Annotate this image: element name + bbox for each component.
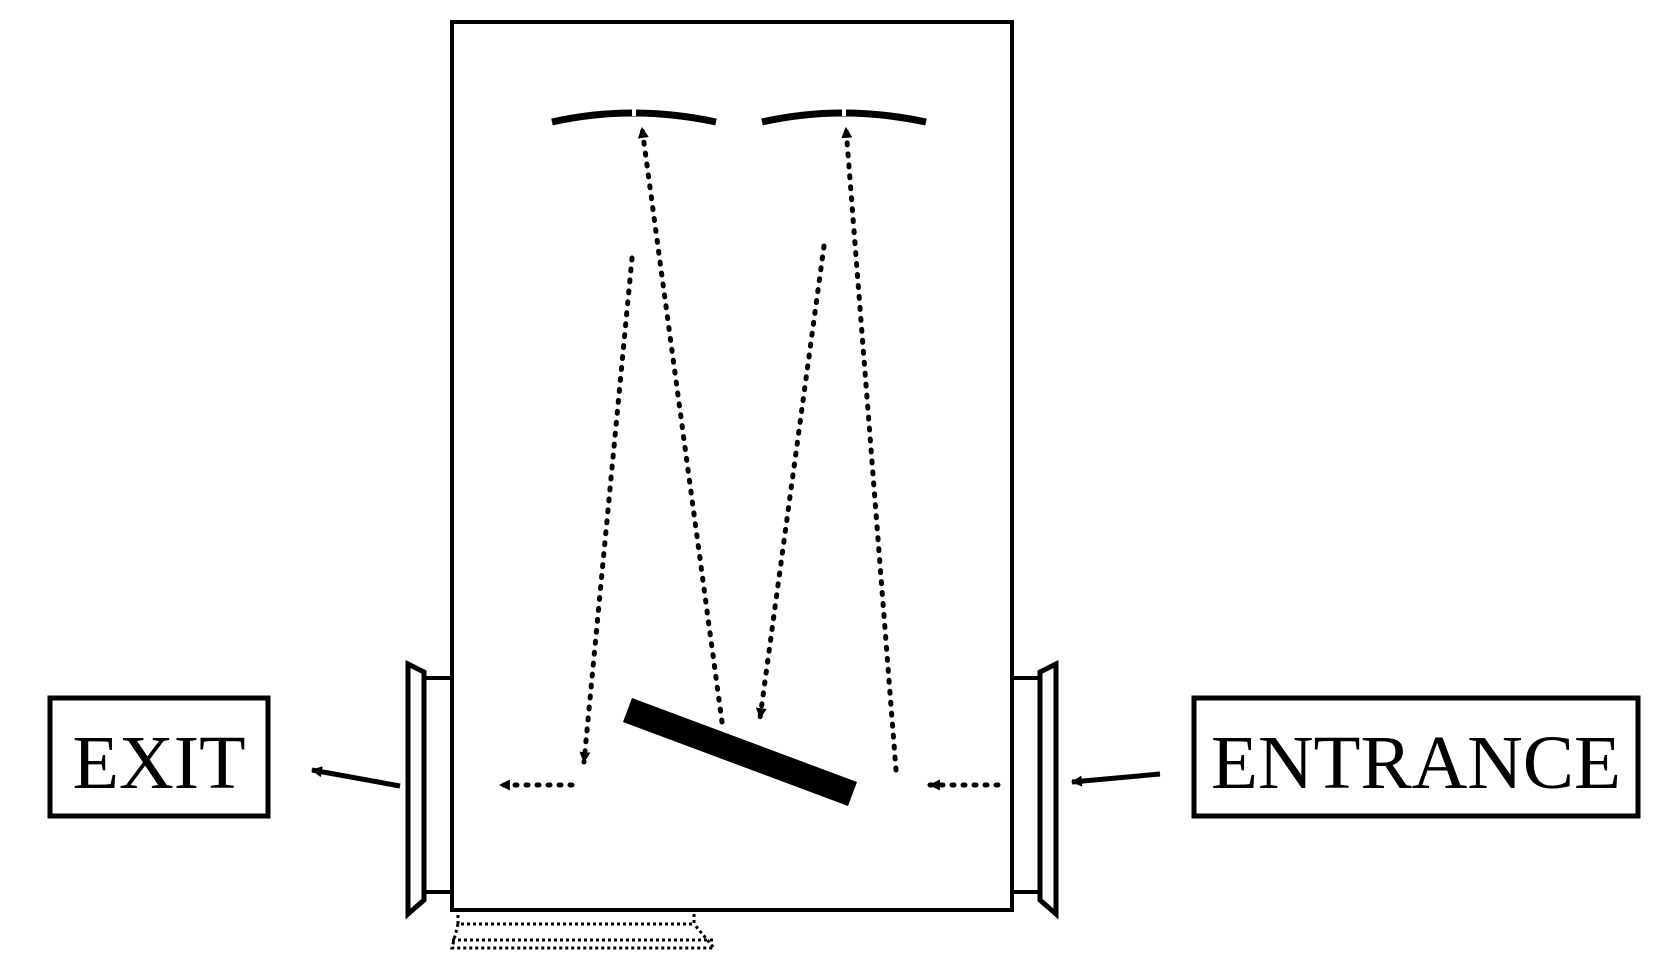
beam-left-mirror-down <box>579 255 635 765</box>
bottom-detector-port <box>450 908 718 950</box>
diffraction-grating <box>623 698 857 806</box>
exit-label-box: EXIT <box>47 695 271 819</box>
entrance-label-box: ENTRANCE <box>1191 695 1641 819</box>
entrance-arrow <box>1070 771 1161 787</box>
collimating-mirror-left <box>551 104 717 126</box>
exit-slit-flange <box>405 659 454 920</box>
beam-right-mirror-to-grating <box>755 243 827 721</box>
exit-arrow <box>310 766 401 789</box>
beam-grating-to-left-mirror <box>637 125 725 725</box>
optical-light-paths <box>497 125 1001 791</box>
focusing-mirror-right <box>761 104 927 126</box>
beam-to-right-mirror <box>841 125 899 773</box>
exit-label: EXIT <box>72 721 245 805</box>
entrance-slit-flange <box>1010 659 1059 920</box>
spectrometer-housing <box>450 20 1014 912</box>
entrance-label: ENTRANCE <box>1211 721 1621 805</box>
